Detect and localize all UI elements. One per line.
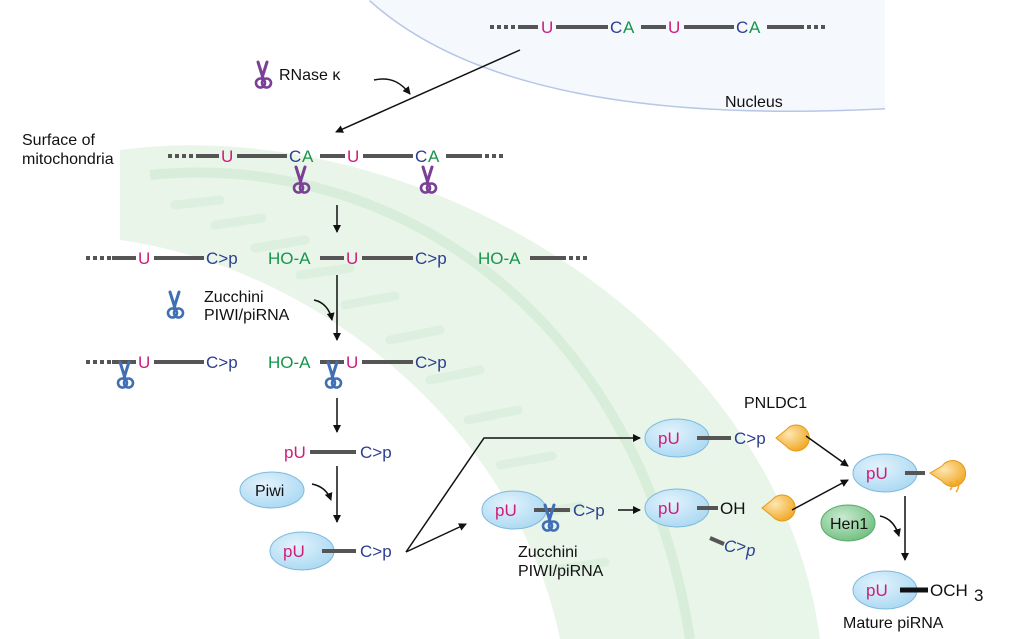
- surface-label-line1: Surface of: [22, 132, 95, 149]
- pu-label: pU: [866, 581, 888, 600]
- zucchini-cut-scissors-icon: [116, 360, 135, 389]
- released-c-label: C: [724, 537, 737, 556]
- motion-lines: [949, 479, 960, 493]
- rnase-label: RNase κ: [279, 67, 341, 84]
- pu-label: pU: [866, 464, 888, 483]
- cyclic-phosphate-label: C>p: [573, 501, 605, 520]
- pnldc1-exonuclease: [761, 494, 796, 522]
- cyclic-phosphate-label: C>p: [734, 429, 766, 448]
- pu-label: pU: [284, 443, 306, 462]
- base-c: C: [289, 147, 301, 166]
- piwi-curved-arrow: [311, 483, 333, 501]
- cyclic-phosphate-label: C>p: [415, 249, 447, 268]
- rnase-curved-arrow: [373, 78, 411, 95]
- hen1-enzyme: [820, 504, 876, 542]
- surface-label-line2: mitochondria: [22, 151, 114, 168]
- base-c: C: [415, 147, 427, 166]
- pnldc1-exonuclease: [929, 460, 967, 487]
- released-gt-label: >: [736, 537, 746, 556]
- zucchini-label-line1: Zucchini: [518, 544, 578, 561]
- step-arrow: [805, 435, 849, 467]
- base-u: U: [346, 353, 358, 372]
- base-u: U: [347, 147, 359, 166]
- released-fragment: [709, 536, 725, 546]
- nucleus-label: Nucleus: [725, 94, 783, 111]
- base-a: A: [623, 18, 635, 37]
- branch-arrow-upper: [405, 434, 641, 553]
- base-u: U: [668, 18, 680, 37]
- hydroxyl-label: OH: [720, 499, 746, 518]
- zucchini-label-line2: PIWI/piRNA: [518, 563, 604, 580]
- zucchini-label-line1: Zucchini: [204, 289, 264, 306]
- base-c: C: [736, 18, 748, 37]
- mito-transcript: U C A U C A: [168, 147, 504, 166]
- ho-a-label: HO-A: [268, 353, 311, 372]
- cyclic-phosphate-label: C>p: [206, 249, 238, 268]
- hen1-label: Hen1: [830, 516, 868, 533]
- rnase-cut-scissors-icon: [419, 165, 438, 194]
- step-arrow: [791, 479, 849, 511]
- cleaved-fragments: U C>p HO-A U C>p HO-A: [86, 249, 590, 268]
- base-u: U: [541, 18, 553, 37]
- methyl-label: OCH: [930, 581, 968, 600]
- mature-pirna-label: Mature piRNA: [843, 615, 944, 632]
- released-p-label: p: [745, 541, 755, 560]
- ho-a-label: HO-A: [268, 249, 311, 268]
- base-u: U: [138, 353, 150, 372]
- cyclic-phosphate-label: C>p: [415, 353, 447, 372]
- zucchini-curved-arrow: [313, 299, 335, 321]
- hen1-curved-arrow: [879, 515, 901, 537]
- base-a: A: [302, 147, 314, 166]
- base-c: C: [610, 18, 622, 37]
- zucchini-cut-scissors-icon: [324, 360, 343, 389]
- zucchini-label-line2: PIWI/piRNA: [204, 307, 290, 324]
- base-a: A: [749, 18, 761, 37]
- pu-label: pU: [658, 499, 680, 518]
- base-u: U: [221, 147, 233, 166]
- base-u: U: [138, 249, 150, 268]
- pu-label: pU: [283, 542, 305, 561]
- nuclear-transcript: U C A U C A: [490, 18, 826, 37]
- base-a: A: [428, 147, 440, 166]
- methyl-subscript: 3: [974, 586, 983, 605]
- cyclic-phosphate-label: C>p: [360, 443, 392, 462]
- zucchini-scissors-icon: [166, 290, 185, 319]
- pu-label: pU: [658, 429, 680, 448]
- mitochondria-shape: [120, 145, 820, 639]
- branch-arrow-lower: [405, 523, 467, 553]
- pnldc1-exonuclease: [775, 424, 810, 452]
- pnldc1-label: PNLDC1: [744, 395, 807, 412]
- cyclic-phosphate-label: C>p: [206, 353, 238, 372]
- base-u: U: [346, 249, 358, 268]
- rnase-scissors-icon: [254, 60, 273, 89]
- piwi-label: Piwi: [255, 483, 284, 500]
- piwi-protein: [239, 471, 305, 509]
- export-arrow: [335, 49, 521, 133]
- cyclic-phosphate-label: C>p: [360, 542, 392, 561]
- zucchini-cut-row: U C>p HO-A U C>p: [86, 353, 447, 372]
- pu-label: pU: [495, 501, 517, 520]
- ho-a-label: HO-A: [478, 249, 521, 268]
